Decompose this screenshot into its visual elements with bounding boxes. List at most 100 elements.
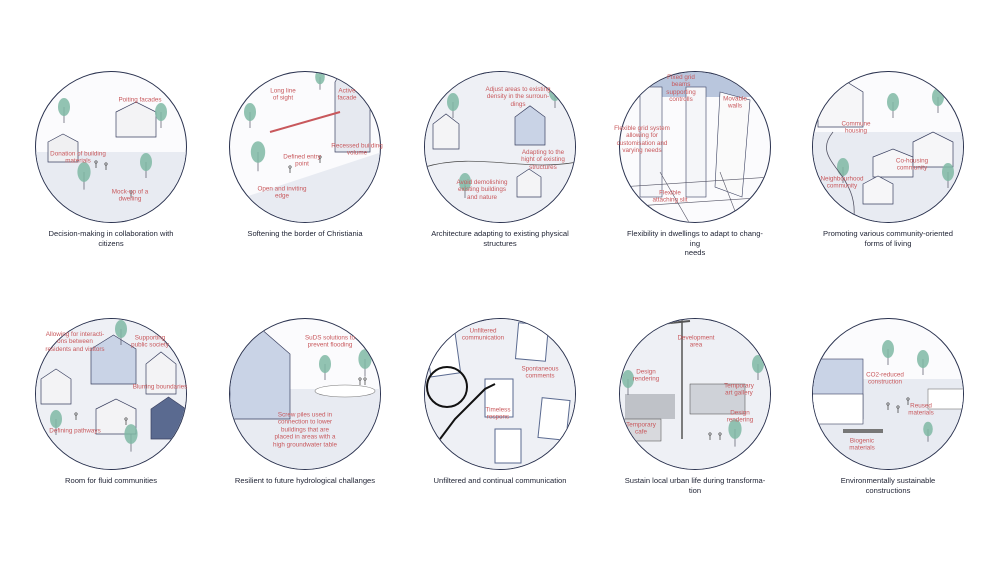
illustration <box>813 340 963 469</box>
illustration-circle <box>619 71 771 223</box>
annotation-label: Long line of sight <box>270 87 296 102</box>
tree-icon <box>923 421 933 442</box>
tree-icon <box>58 98 70 123</box>
diagram-panel: Allowing for interacti- ons between resi… <box>35 318 187 470</box>
annotation-label: Spontaneous comments <box>521 365 559 380</box>
person-icon <box>94 160 98 168</box>
annotation-label: Open and inviting edge <box>257 185 307 200</box>
annotation-label: Neighbourhood community <box>820 175 864 190</box>
panel-caption: Unfiltered and continual communication <box>433 476 567 485</box>
annotation-label: CO2-reduced construction <box>866 371 904 386</box>
tree-icon <box>124 424 138 452</box>
panel-caption: Decision-making in collaboration with ci… <box>48 229 174 248</box>
illustration-circle <box>812 71 964 223</box>
person-icon <box>358 377 362 385</box>
illustration-circle <box>229 71 381 223</box>
person-icon <box>886 402 890 410</box>
illustration <box>230 327 380 469</box>
illustration-circle <box>424 71 576 223</box>
annotation-label: Defined entry point <box>283 153 321 168</box>
person-icon <box>718 432 722 440</box>
person-icon <box>129 190 133 198</box>
illustration-circle <box>619 318 771 470</box>
building-icon <box>150 396 186 440</box>
annotation-label: Donation of building materials <box>50 150 106 165</box>
annotation-label: Recessed building volume <box>331 142 383 157</box>
tree-icon <box>447 93 459 118</box>
illustration-circle <box>35 71 187 223</box>
tree-icon <box>155 103 167 128</box>
tree-icon <box>77 162 91 190</box>
building-icon <box>230 327 291 420</box>
building-icon <box>40 368 72 405</box>
person-icon <box>104 162 108 170</box>
diagram-panel: Adjust areas to existing density in the … <box>424 71 576 223</box>
person-icon <box>124 417 128 425</box>
illustration <box>36 98 186 222</box>
person-icon <box>906 397 910 405</box>
annotation-label: Adjust areas to existing density in the … <box>485 85 551 108</box>
annotation-label: Movable walls <box>723 95 747 110</box>
annotation-label: Timeless respons <box>485 406 511 421</box>
tree-icon <box>244 103 256 128</box>
person-icon <box>318 155 322 163</box>
tree-icon <box>887 93 899 118</box>
tree-icon <box>115 320 127 345</box>
illustration-circle <box>229 318 381 470</box>
tree-icon <box>319 355 331 380</box>
building-icon <box>90 334 137 385</box>
person-icon <box>896 405 900 413</box>
annotation-label: Commune housing <box>841 120 871 135</box>
person-icon <box>708 432 712 440</box>
building-icon <box>862 175 894 205</box>
tree-icon <box>752 355 764 380</box>
tree-icon <box>50 410 62 435</box>
illustration <box>36 319 186 469</box>
annotation-label: Design rendering <box>726 409 754 424</box>
building-icon <box>115 101 157 138</box>
panel-caption: Flexibility in dwellings to adapt to cha… <box>627 229 763 257</box>
annotation-label: Blurring boundaries <box>132 383 188 391</box>
annotation-label: Development area <box>677 334 715 349</box>
person-icon <box>363 377 367 385</box>
building-icon <box>514 105 546 146</box>
building-icon <box>334 72 371 153</box>
building-icon <box>432 113 460 150</box>
panel-caption: Environmentally sustainable construction… <box>840 476 936 495</box>
annotation-label: Adapting to the hight of existing struct… <box>521 148 565 171</box>
tree-icon <box>358 349 372 377</box>
panel-caption: Resilient to future hydrological challan… <box>234 476 376 485</box>
annotation-label: Flexible attaching slit <box>652 189 688 204</box>
annotation-label: SuDS solutions to prevent flooding <box>304 334 356 349</box>
tree-icon <box>932 88 944 113</box>
building-icon <box>95 398 137 435</box>
annotation-label: Biogenic materials <box>849 437 875 452</box>
tree-icon <box>622 370 634 395</box>
tree-icon <box>837 158 849 183</box>
tree-icon <box>728 419 742 447</box>
illustration-circle <box>424 318 576 470</box>
person-icon <box>288 165 292 173</box>
tree-icon <box>549 83 561 108</box>
panel-caption: Architecture adapting to existing physic… <box>431 229 569 248</box>
tree-icon <box>250 141 266 172</box>
annotation-label: Allowing for interacti- ons between resi… <box>45 330 105 353</box>
illustration <box>230 72 380 222</box>
panel-caption: Room for fluid communities <box>64 476 157 485</box>
building-icon <box>47 133 79 163</box>
annotation-label: Avoid demolishing existing buildings and… <box>456 178 508 201</box>
annotation-label: Temporary art gallery <box>724 382 754 397</box>
building-icon <box>145 351 177 395</box>
person-icon <box>74 412 78 420</box>
annotation-label: Design rendering <box>632 368 660 383</box>
annotation-label: Poiting facades <box>118 96 162 104</box>
illustration <box>620 72 770 222</box>
building-icon <box>912 131 954 168</box>
